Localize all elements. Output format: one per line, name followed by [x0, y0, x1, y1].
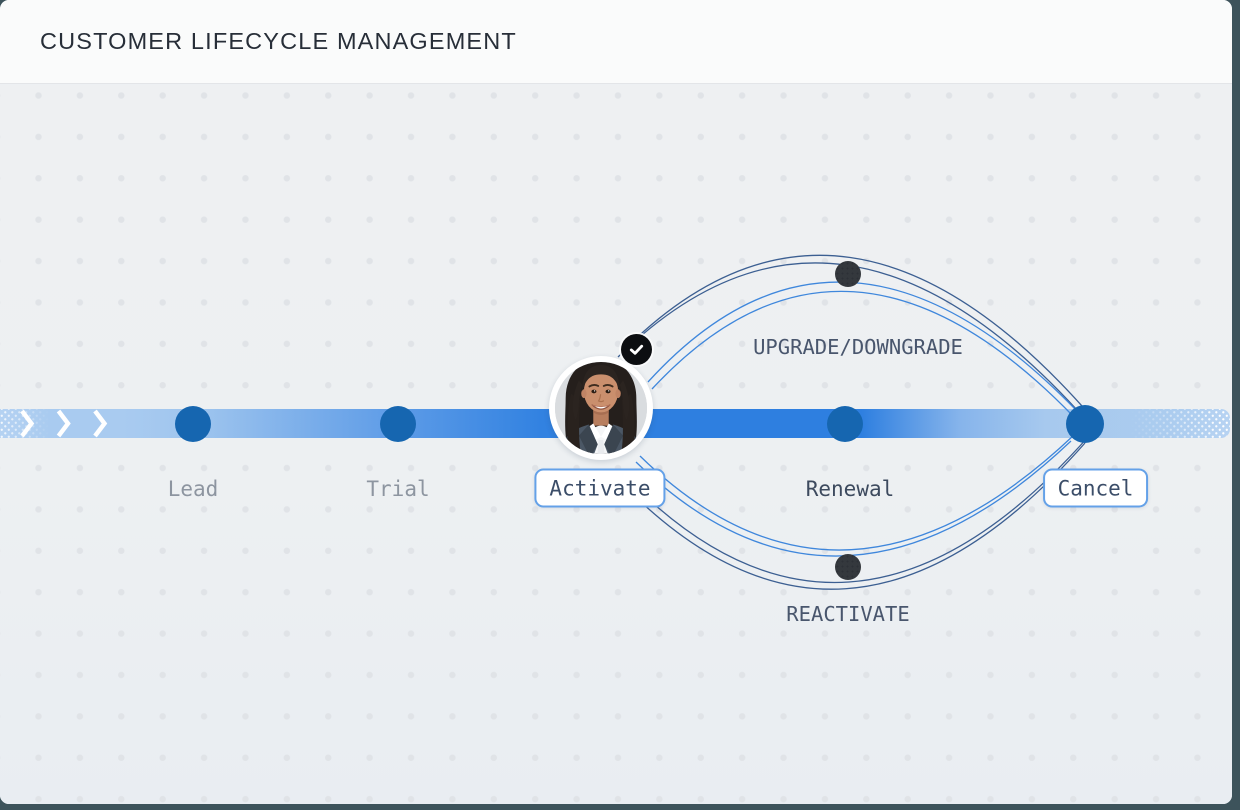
label-upgrade-downgrade: UPGRADE/DOWNGRADE	[753, 335, 963, 359]
node-renewal[interactable]	[827, 406, 863, 442]
label-trial: Trial	[366, 477, 430, 501]
page-title: CUSTOMER LIFECYCLE MANAGEMENT	[40, 28, 517, 54]
label-lead: Lead	[167, 477, 219, 501]
node-reactivate[interactable]	[835, 554, 861, 580]
label-cancel: Cancel	[1057, 476, 1134, 500]
label-renewal: Renewal	[805, 477, 895, 501]
node-lead[interactable]	[175, 406, 211, 442]
customer-avatar[interactable]	[549, 356, 653, 460]
card-header: CUSTOMER LIFECYCLE MANAGEMENT	[0, 0, 1232, 84]
stage-box-cancel[interactable]: Cancel	[1042, 468, 1149, 508]
node-upgrade-downgrade[interactable]	[835, 261, 861, 287]
check-badge	[621, 334, 652, 365]
bar-fade-right	[1125, 409, 1230, 438]
stage-box-activate[interactable]: Activate	[534, 468, 666, 508]
bar-fade-left	[0, 409, 55, 438]
node-cancel[interactable]	[1066, 405, 1104, 443]
check-icon	[629, 344, 644, 355]
label-reactivate: REACTIVATE	[786, 602, 910, 626]
bar-chevrons	[20, 409, 108, 438]
diagram-canvas: Lead Trial Renewal UPGRADE/DOWNGRADE REA…	[0, 85, 1232, 804]
node-trial[interactable]	[380, 406, 416, 442]
label-activate: Activate	[549, 476, 651, 500]
avatar-photo	[555, 362, 647, 454]
